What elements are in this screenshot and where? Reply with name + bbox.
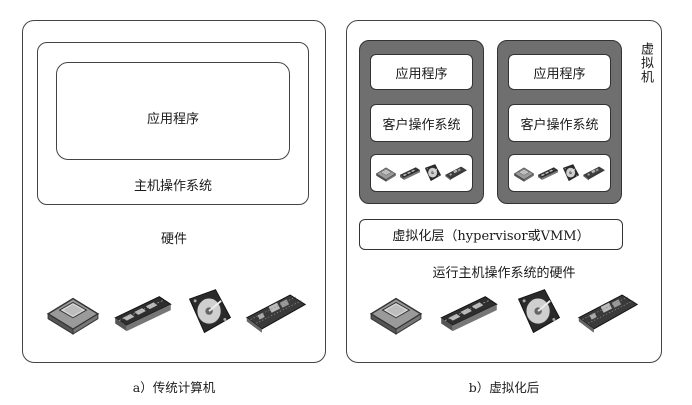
caption-virtualized: b）虚拟化后	[468, 380, 540, 395]
vm1-application-label: 应用程序	[395, 66, 448, 82]
circuit-board-icon	[575, 289, 641, 335]
virtual-machine-side-label: 虚拟机	[638, 42, 653, 84]
hardware-label: 硬件	[160, 232, 187, 247]
host-hardware-label: 运行主机操作系统的硬件	[432, 266, 576, 281]
cpu-icon	[367, 289, 425, 335]
host-os-label: 主机操作系统	[133, 179, 212, 194]
circuit-board-icon	[243, 289, 309, 335]
cpu-icon	[44, 289, 102, 335]
circuit-board-icon	[444, 164, 468, 182]
hard-disk-icon	[184, 286, 236, 338]
memory-icon	[435, 289, 503, 335]
hard-disk-icon	[561, 163, 581, 183]
circuit-board-icon	[582, 164, 606, 182]
vm2-application-label: 应用程序	[533, 66, 586, 82]
memory-icon	[398, 164, 422, 182]
vm2-guest-os-label: 客户操作系统	[520, 117, 599, 133]
memory-icon	[536, 164, 560, 182]
hypervisor-layer-box: 虚拟化层（hypervisor或VMM）	[359, 219, 623, 250]
vm2-application-box: 应用程序	[508, 54, 611, 90]
vm1-application-box: 应用程序	[370, 54, 473, 90]
vm1-guest-os-label: 客户操作系统	[382, 117, 461, 133]
hypervisor-layer-label: 虚拟化层（hypervisor或VMM）	[392, 229, 590, 244]
hardware-icon-row	[40, 284, 312, 340]
application-box	[56, 62, 290, 160]
hard-disk-icon	[513, 286, 565, 338]
application-label: 应用程序	[146, 112, 199, 127]
memory-icon	[109, 289, 177, 335]
hard-disk-icon	[423, 163, 443, 183]
host-hardware-icon-row	[362, 284, 646, 340]
vm2-guest-os-box: 客户操作系统	[508, 104, 611, 142]
vm2-hardware-box	[508, 154, 611, 192]
cpu-icon	[375, 164, 397, 182]
vm1-hardware-box	[370, 154, 473, 192]
vm1-guest-os-box: 客户操作系统	[370, 104, 473, 142]
cpu-icon	[513, 164, 535, 182]
caption-traditional: a）传统计算机	[132, 380, 216, 395]
